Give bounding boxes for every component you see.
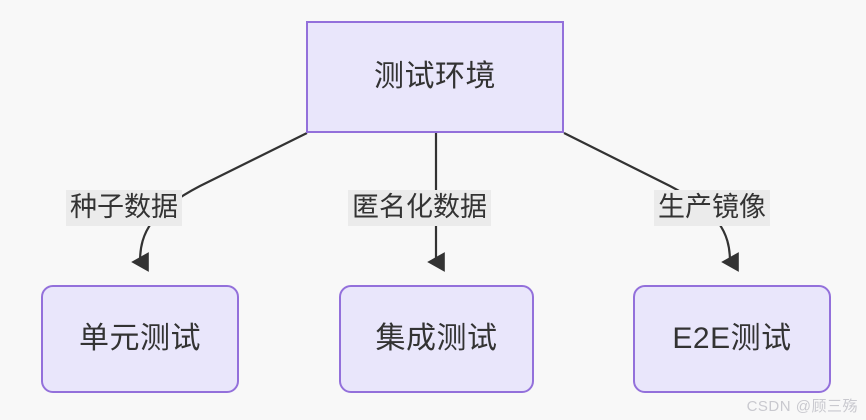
edge-label-seed-data: 种子数据 — [66, 190, 182, 226]
edge-label-production-mirror: 生产镜像 — [654, 190, 770, 226]
node-test-environment-label: 测试环境 — [374, 60, 496, 93]
node-integration-test-label: 集成测试 — [375, 322, 498, 355]
watermark: CSDN @顾三殇 — [746, 398, 858, 415]
node-e2e-test[interactable]: E2E测试 — [633, 285, 831, 393]
node-test-environment[interactable]: 测试环境 — [306, 21, 564, 133]
node-unit-test-label: 单元测试 — [79, 322, 201, 355]
node-unit-test[interactable]: 单元测试 — [41, 285, 239, 393]
node-integration-test[interactable]: 集成测试 — [339, 285, 534, 393]
node-e2e-test-label: E2E测试 — [672, 322, 792, 355]
edge-label-anonymized-data: 匿名化数据 — [348, 190, 491, 226]
